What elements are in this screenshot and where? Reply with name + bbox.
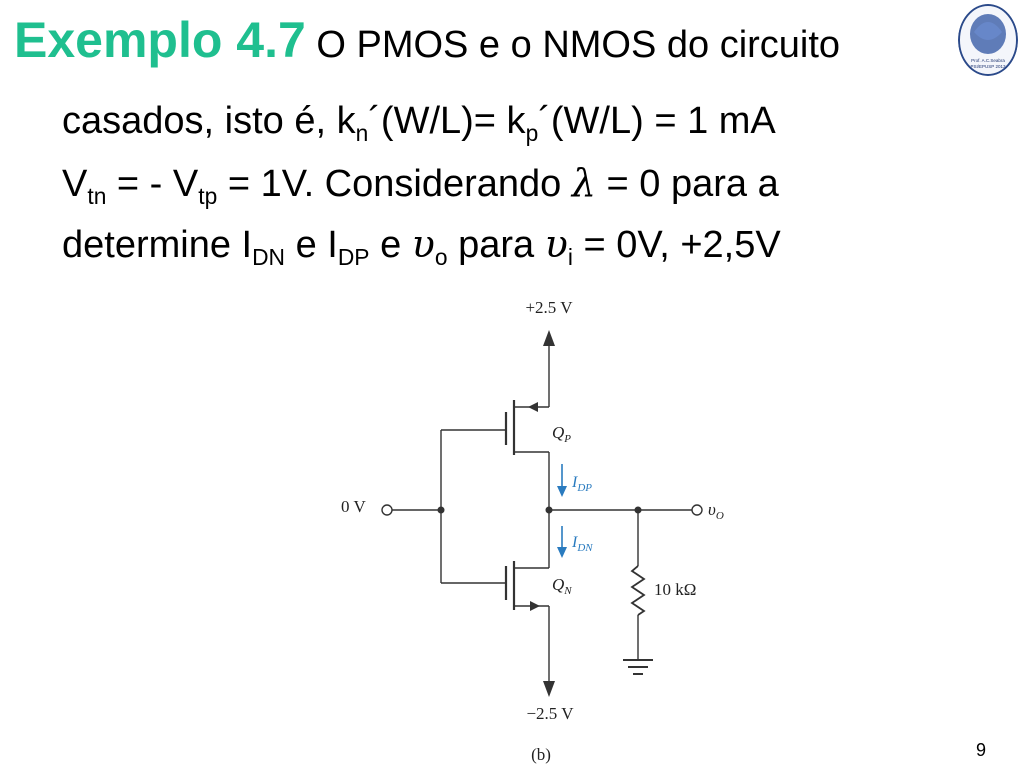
statement-line-0: O PMOS e o NMOS do circuito <box>316 24 841 66</box>
resistor <box>630 565 646 616</box>
vss-arrow-icon <box>543 681 555 697</box>
lambda-symbol: λ <box>571 161 596 205</box>
idp-arrow-icon <box>557 486 567 497</box>
figure-caption: (b) <box>531 745 551 764</box>
vo-label: υO <box>708 500 724 522</box>
resistor-label: 10 kΩ <box>654 580 696 599</box>
statement-line-3: determine IDN e IDP e υo para υi = 0V, +… <box>62 222 781 270</box>
slide-title: Exemplo 4.7 <box>14 12 306 68</box>
page-number: 9 <box>976 740 987 760</box>
university-seal-logo: Prof. A.C.Seabra PSI/EPUSP 2013 <box>958 4 1018 76</box>
output-terminal <box>691 504 703 516</box>
idp-label: IDP <box>571 474 592 494</box>
input-terminal <box>381 504 393 516</box>
vdd-arrow-icon <box>543 330 555 346</box>
vi-symbol: υ <box>544 222 568 266</box>
qn-label: QN <box>552 575 572 597</box>
svg-text:Prof. A.C.Seabra: Prof. A.C.Seabra <box>971 58 1005 63</box>
svg-text:PSI/EPUSP 2013: PSI/EPUSP 2013 <box>971 64 1006 69</box>
vo-symbol: υ <box>411 222 435 266</box>
statement-line-1: casados, isto é, kn´(W/L)= kp´(W/L) = 1 … <box>62 100 776 146</box>
pmos-transistor <box>441 400 549 455</box>
idn-arrow-icon <box>557 547 567 558</box>
vdd-label: +2.5 V <box>525 298 573 317</box>
vss-label: −2.5 V <box>526 704 574 723</box>
idn-label: IDN <box>571 534 593 554</box>
statement-line-2: Vtn = - Vtp = 1V. Considerando λ = 0 par… <box>62 161 779 209</box>
slide-title-line: Exemplo 4.7 O PMOS e o NMOS do circuito <box>14 12 840 70</box>
qp-label: QP <box>552 423 571 445</box>
nmos-transistor <box>441 561 549 611</box>
vin-label: 0 V <box>341 497 366 516</box>
ground-icon <box>623 659 653 675</box>
